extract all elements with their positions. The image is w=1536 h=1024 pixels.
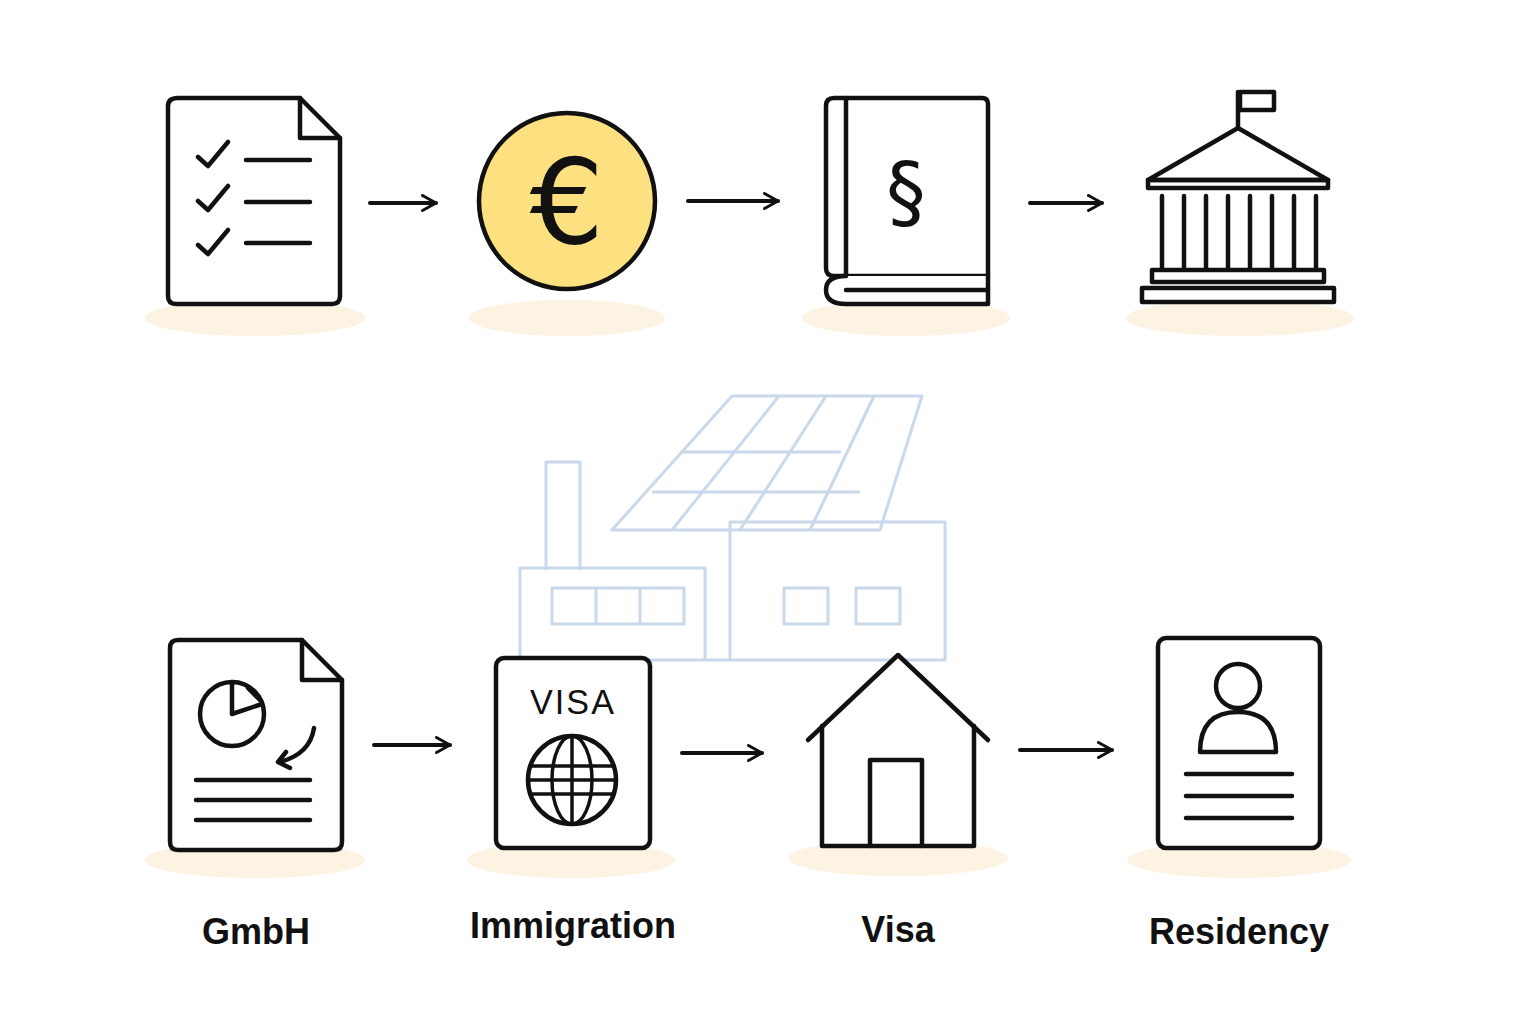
residence-card: Residency (1156, 636, 1322, 850)
visa-passport: VISAImmigration (494, 656, 652, 850)
law-book: § (822, 96, 990, 306)
icon-text: VISA (494, 685, 652, 719)
government-building (1142, 92, 1334, 302)
icon-shadows (145, 300, 1354, 878)
icon-text: § (822, 152, 990, 232)
checklist-document (168, 98, 340, 304)
node-label: Immigration (470, 908, 676, 944)
flow-arrow (374, 743, 450, 747)
idcard-outline (1158, 638, 1320, 848)
node-label: GmbH (202, 914, 310, 950)
company-document: GmbH (168, 638, 344, 852)
node-label: Residency (1149, 914, 1329, 950)
node-outline (806, 652, 990, 848)
node-outline (1156, 636, 1322, 850)
doc-outline (170, 640, 342, 850)
factory-illustration (520, 396, 945, 660)
icon-text: € (476, 145, 658, 262)
house-icon: Visa (806, 652, 990, 848)
euro-coin: € (476, 110, 658, 292)
flow-arrow (1020, 748, 1112, 752)
flow-arrow (688, 199, 778, 203)
node-outline (168, 638, 344, 852)
node-label: Visa (861, 912, 934, 948)
house-outline (808, 654, 988, 846)
flow-arrow (682, 751, 762, 755)
